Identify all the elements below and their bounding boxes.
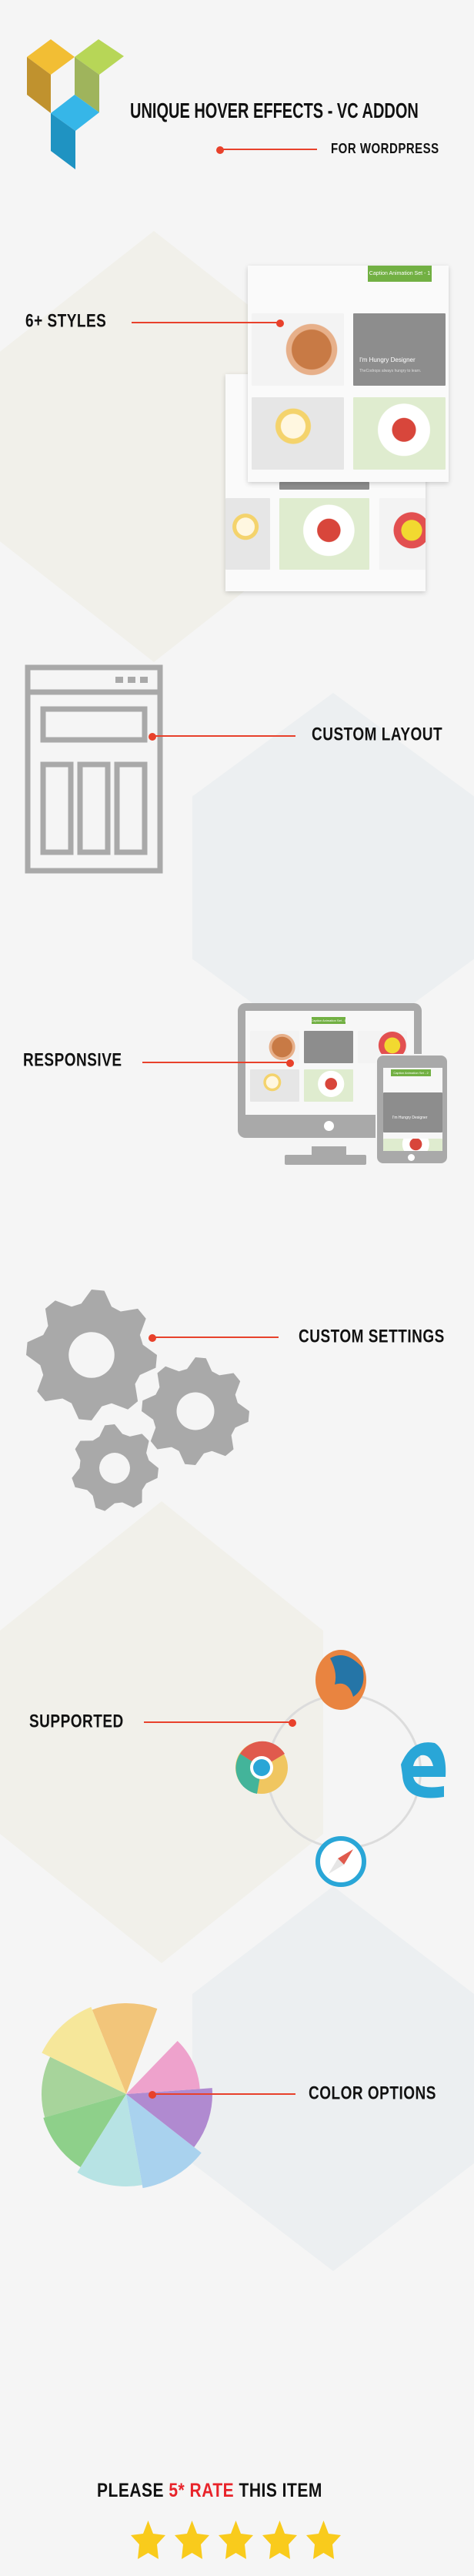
pie-slice [77, 2094, 142, 2186]
caption-sub: TheCodrops always hungry to learn. [359, 369, 422, 373]
caption-set-tag: Caption Animation Set - 1 [311, 1017, 346, 1024]
star-icon[interactable] [131, 2521, 165, 2561]
pie-slice [43, 2094, 126, 2167]
pointer-dot [276, 319, 284, 327]
preview-image [379, 498, 426, 570]
feature-label-responsive: RESPONSIVE [23, 1050, 122, 1071]
feature-label-styles: 6+ STYLES [25, 311, 107, 332]
edge-icon [401, 1742, 446, 1798]
pie-slice [126, 2040, 200, 2094]
preview-image [279, 498, 369, 570]
firefox-icon [315, 1650, 366, 1710]
star-icon[interactable] [175, 2521, 209, 2561]
pointer-dot [149, 733, 156, 741]
star-icon[interactable] [219, 2521, 253, 2561]
pointer-line [152, 735, 295, 737]
star-icon[interactable] [262, 2521, 297, 2561]
chrome-icon [235, 1741, 288, 1794]
preview-image [252, 313, 344, 386]
hover-preview-image[interactable]: I'm Hungry Designer TheCodrops always hu… [353, 313, 446, 386]
pie-slice [42, 2006, 127, 2094]
phone-icon: Caption Animation Set - 2 I'm Hungry Des… [376, 1054, 449, 1165]
star-icon[interactable] [306, 2521, 341, 2561]
pointer-dot [286, 1059, 294, 1067]
page-title: UNIQUE HOVER EFFECTS - VC ADDON [130, 99, 419, 124]
feature-label-colors: COLOR OPTIONS [309, 2083, 436, 2104]
pointer-dot [216, 146, 224, 154]
pointer-line [132, 322, 280, 323]
preview-image [252, 397, 344, 470]
pie-slice [92, 2003, 158, 2094]
pointer-line [220, 149, 317, 150]
rate-prefix: PLEASE [97, 2480, 165, 2502]
monitor-stand [285, 1155, 366, 1165]
pointer-line [152, 1337, 279, 1338]
pointer-dot [289, 1719, 296, 1727]
pointer-dot [149, 2091, 156, 2099]
pie-slice [126, 2094, 202, 2189]
pointer-dot [149, 1334, 156, 1342]
pie-slice [126, 2088, 213, 2147]
rate-suffix: THIS ITEM [239, 2480, 322, 2502]
layout-icon [25, 664, 163, 874]
caption-title: I'm Hungry Designer [359, 356, 416, 363]
pointer-line [152, 2093, 295, 2095]
caption-title: I'm Hungry Designer [392, 1116, 428, 1120]
rate-prompt: PLEASE 5* RATE THIS ITEM [97, 2481, 322, 2503]
pointer-line [144, 1721, 292, 1723]
caption-set-tag: Caption Animation Set - 1 [368, 266, 432, 282]
feature-label-supported: SUPPORTED [29, 1711, 124, 1732]
logo-icon [27, 39, 124, 169]
caption-set-tag: Caption Animation Set - 2 [391, 1069, 431, 1076]
preview-image [225, 498, 270, 570]
safari-icon [315, 1836, 366, 1887]
feature-label-settings: CUSTOM SETTINGS [299, 1326, 445, 1347]
star-rating[interactable] [131, 2521, 341, 2561]
color-pie-icon [41, 2003, 213, 2189]
rate-highlight: 5* RATE [169, 2480, 235, 2502]
front-preview-panel: Caption Animation Set - 1 I'm Hungry Des… [248, 266, 449, 482]
gears-icon [26, 1290, 249, 1511]
preview-image [353, 397, 446, 470]
subtitle: FOR WORDPRESS [331, 140, 439, 158]
pie-slice [41, 2056, 126, 2118]
feature-label-layout: CUSTOM LAYOUT [312, 724, 443, 745]
pointer-line [142, 1062, 290, 1063]
